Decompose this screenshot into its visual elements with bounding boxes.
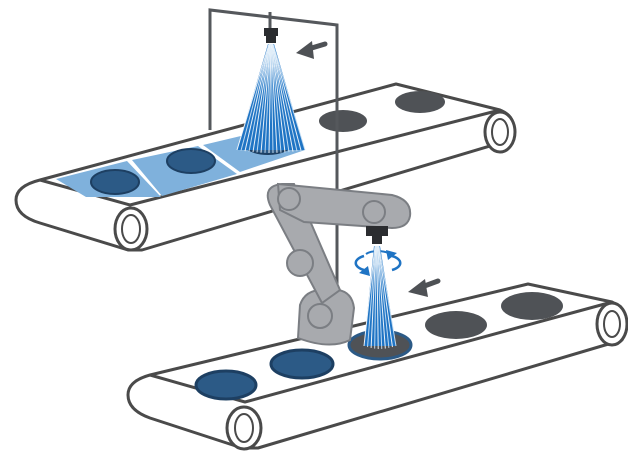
coated-part [91, 170, 139, 194]
uncoated-part [501, 292, 563, 320]
arrow-left-icon [408, 279, 438, 297]
spray-nozzle-icon [264, 28, 278, 43]
spray-nozzle-icon [366, 226, 388, 244]
robot-arm [268, 184, 410, 349]
spray-cone [237, 44, 305, 153]
uncoated-part [319, 110, 367, 132]
coated-part [167, 149, 215, 173]
coated-part [271, 350, 333, 378]
arrow-left-icon [296, 41, 325, 59]
spray-cone [364, 246, 396, 349]
uncoated-part [425, 311, 487, 339]
coated-part [196, 371, 256, 399]
uncoated-part [395, 91, 445, 113]
